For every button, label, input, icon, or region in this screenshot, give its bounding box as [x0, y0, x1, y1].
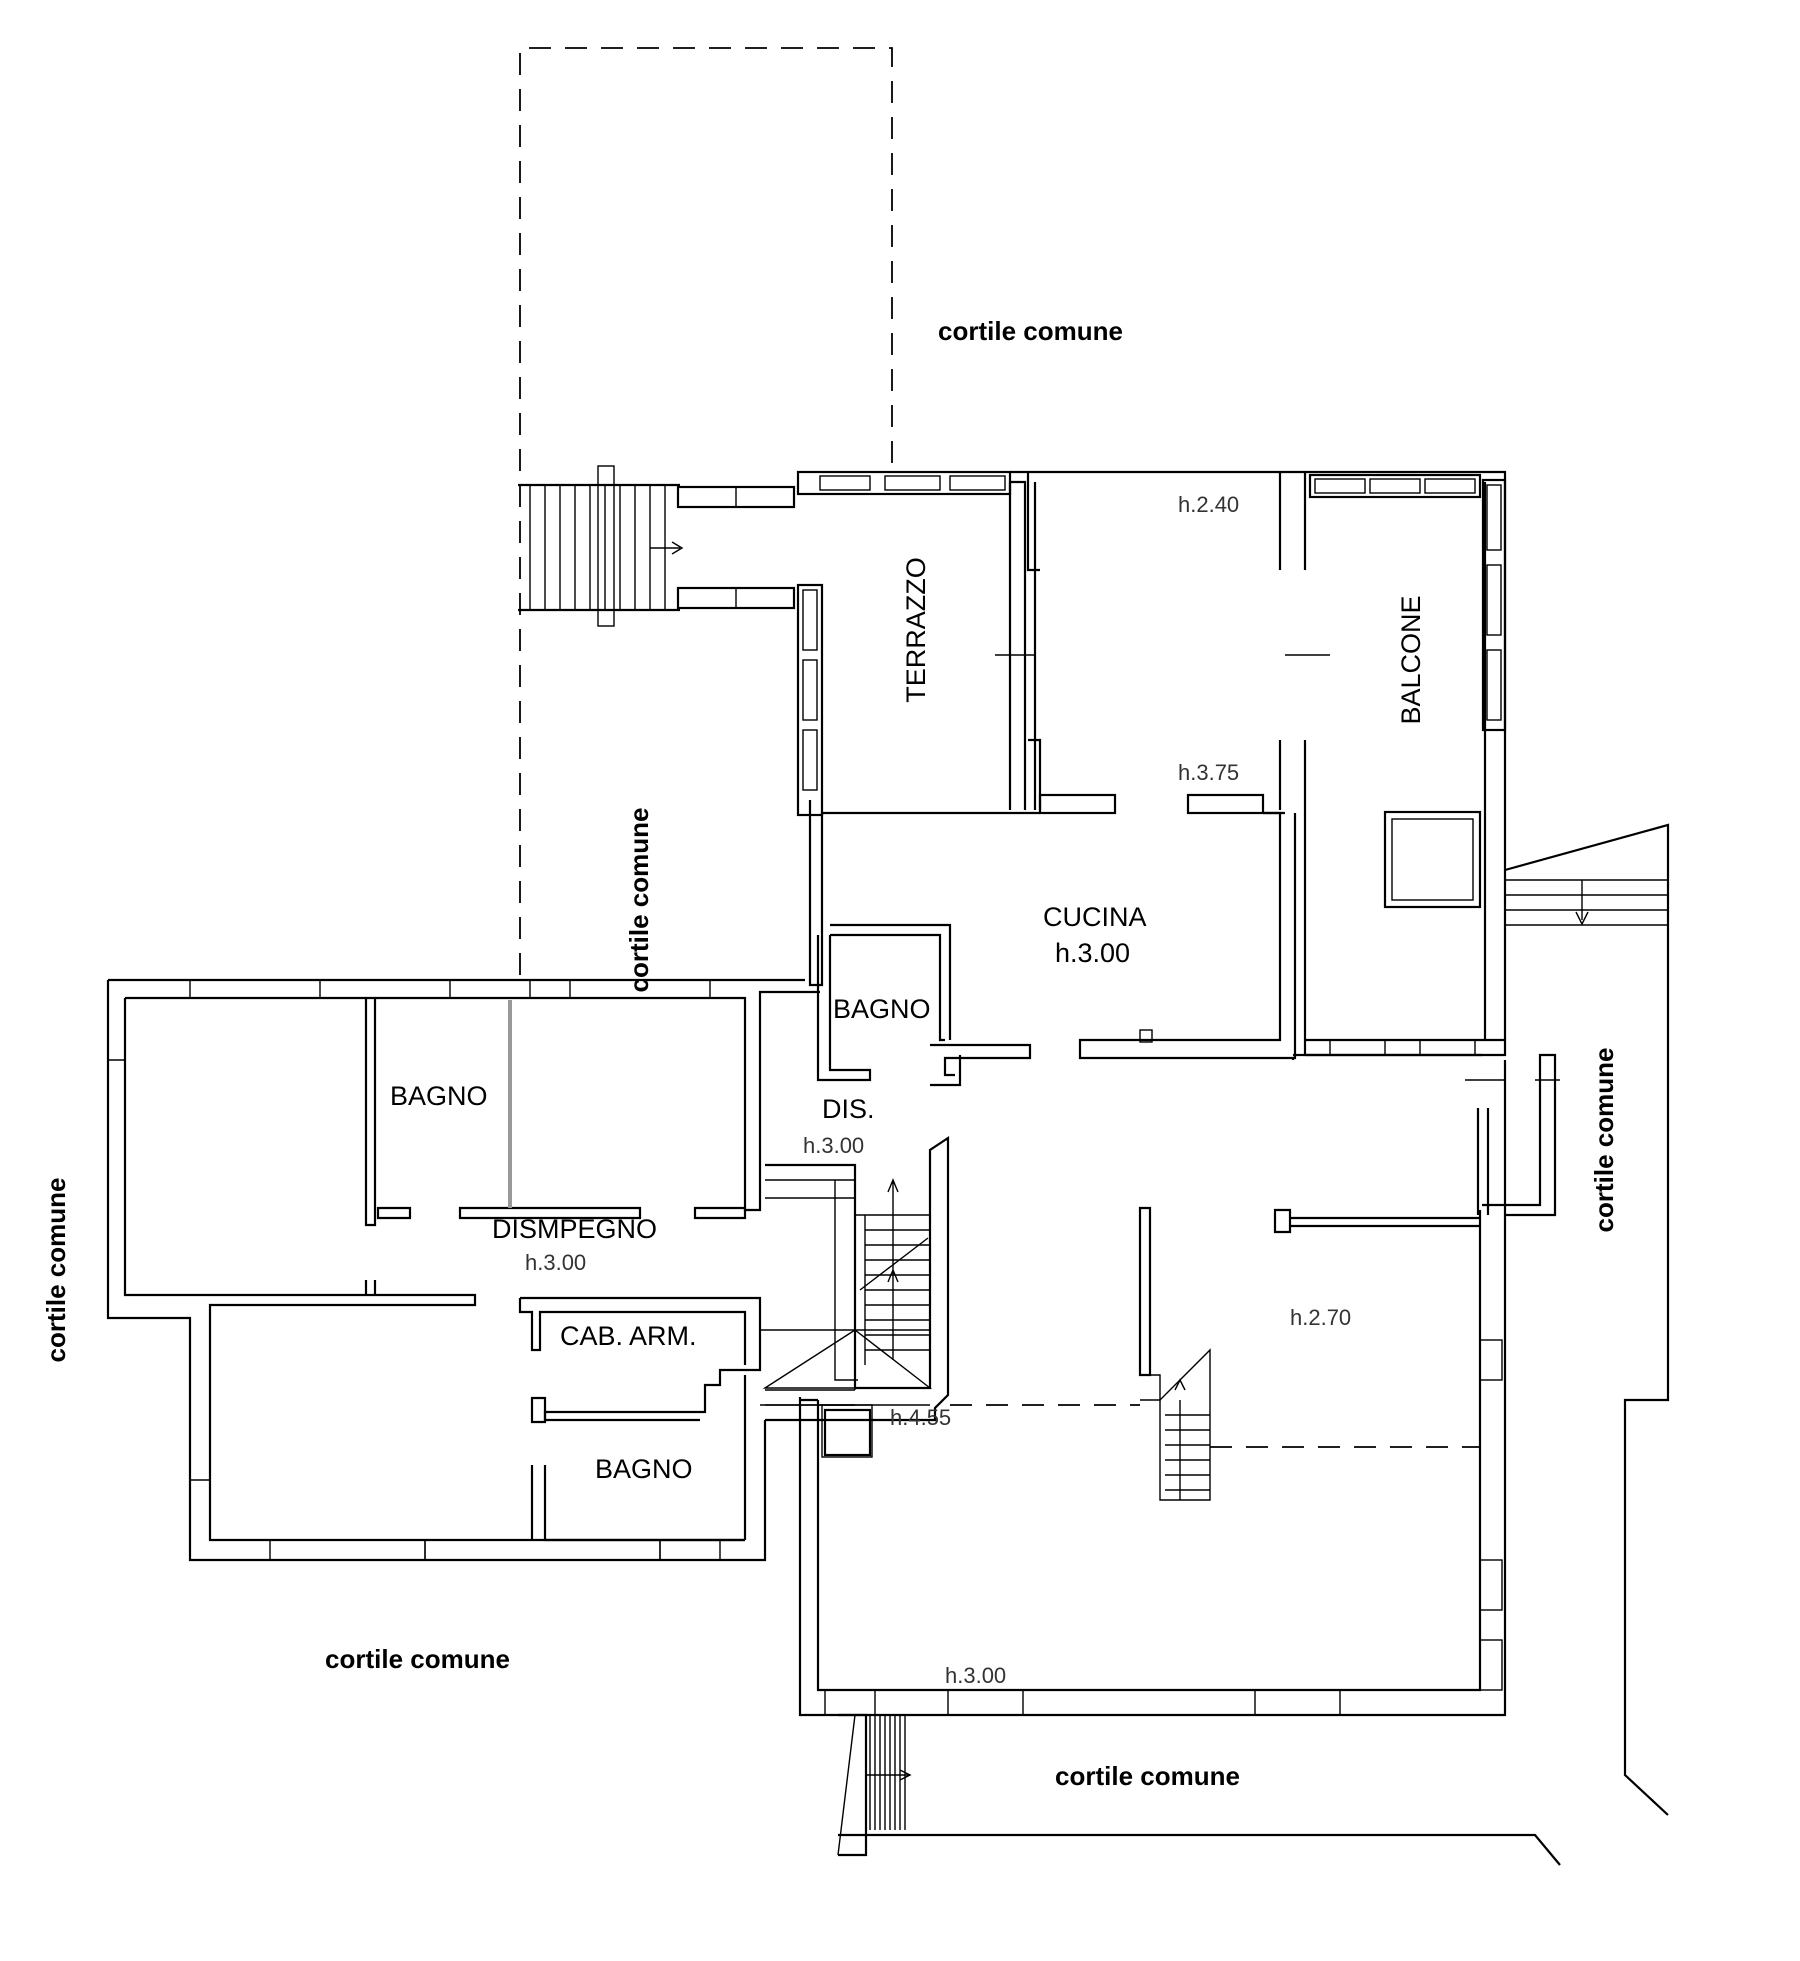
- bagno-dis-walls: [816, 923, 962, 1087]
- room-height-cucina: h.3.00: [1055, 938, 1130, 968]
- external-stair-top: [518, 465, 684, 627]
- courtyard-label-bottom: cortile comune: [1055, 1761, 1240, 1791]
- courtyard-label-top: cortile comune: [938, 316, 1123, 346]
- courtyard-label-left: cortile comune: [41, 1178, 71, 1363]
- courtyard-label-center: cortile comune: [624, 808, 654, 993]
- room-label-bagno-bottom: BAGNO: [595, 1454, 693, 1484]
- external-stair-right: [1504, 823, 1670, 1816]
- room-label-dis: DIS.: [822, 1094, 875, 1124]
- room-label-cab-arm: CAB. ARM.: [560, 1321, 697, 1351]
- external-stair-bottom: [837, 1713, 1561, 1866]
- height-label-dismpegno: h.3.00: [525, 1250, 586, 1275]
- height-label-bottom: h.3.00: [945, 1663, 1006, 1688]
- courtyard-label-right: cortile comune: [1589, 1048, 1619, 1233]
- main-lower-walls: [798, 1053, 1560, 1717]
- height-label-270: h.2.70: [1290, 1305, 1351, 1330]
- courtyard-label-bottom-left: cortile comune: [325, 1644, 510, 1674]
- room-label-bagno-left: BAGNO: [390, 1081, 488, 1111]
- room-label-cucina: CUCINA: [1043, 902, 1147, 932]
- cucina-walls: [808, 800, 1297, 1077]
- room-label-dismpegno: DISMPEGNO: [492, 1214, 657, 1244]
- interior-stair-central: [760, 1135, 950, 1422]
- upper-walls: [995, 470, 1507, 1057]
- height-label-455: h.4.55: [890, 1405, 951, 1430]
- height-label-240: h.2.40: [1178, 492, 1239, 517]
- height-label-dis: h.3.00: [803, 1133, 864, 1158]
- room-label-bagno-kitchen: BAGNO: [833, 994, 931, 1024]
- height-label-375: h.3.75: [1178, 760, 1239, 785]
- dashed-courtyard-outline: [519, 47, 893, 975]
- terrace-parapet: [676, 470, 1012, 817]
- room-label-balcone: BALCONE: [1396, 595, 1426, 724]
- room-label-terrazzo: TERRAZZO: [901, 557, 931, 703]
- left-block-walls: [106, 978, 820, 1562]
